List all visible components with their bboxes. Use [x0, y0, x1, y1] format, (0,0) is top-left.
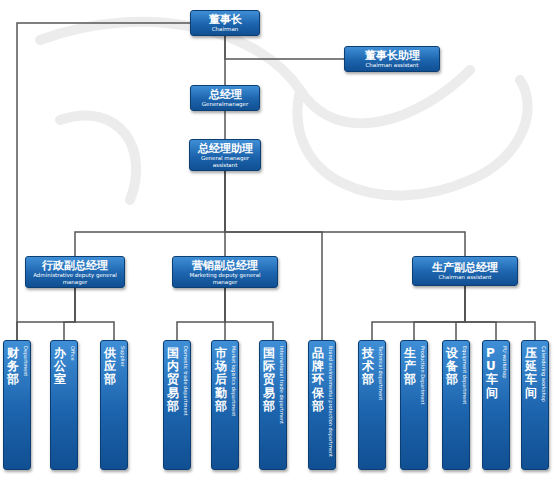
org-connector: [75, 288, 114, 340]
position-box: 总经理Generalmanager: [190, 85, 260, 111]
english-subtitle: Chairman assistant: [365, 62, 418, 69]
position-box: 行政副总经理Administrative deputy general mana…: [25, 256, 125, 288]
chinese-title: 压延车间: [525, 347, 537, 400]
org-connector: [465, 286, 535, 340]
chinese-title: 品牌环保部: [312, 347, 324, 413]
english-subtitle: Production Department: [420, 346, 426, 404]
chinese-title: 营销副总经理: [192, 259, 258, 272]
org-connector: [224, 36, 226, 85]
org-connector: [456, 286, 465, 340]
watermark-strokes: [40, 22, 528, 200]
english-subtitle: Technical department: [378, 346, 384, 400]
department-box: 国内贸易部 Domestic trade department: [163, 340, 191, 470]
chinese-title: 国际贸易部: [263, 347, 275, 413]
position-box: 生产副总经理Chairman assistant: [412, 256, 518, 286]
chinese-title: 总经理: [209, 88, 242, 101]
chinese-title: 生产副总经理: [432, 261, 498, 274]
org-connector: [75, 171, 225, 256]
english-subtitle: General manager assistant: [196, 155, 254, 168]
chinese-title: 行政副总经理: [42, 259, 108, 272]
english-subtitle: Department: [23, 346, 29, 376]
english-subtitle: Chairman: [212, 26, 239, 33]
chinese-title: 总经理助理: [198, 142, 253, 155]
position-box: 营销副总经理Marketing deputy general manager: [172, 256, 278, 288]
watermark-curve: [60, 115, 136, 200]
english-subtitle: Marketing deputy general manager: [179, 272, 271, 285]
org-connector: [225, 288, 273, 340]
chinese-title: 市场后勤部: [215, 347, 227, 413]
chinese-title: 董事长助理: [365, 49, 420, 62]
english-subtitle: Domestic trade department: [183, 346, 189, 416]
department-box: 财务部 Department: [3, 340, 31, 470]
org-connector: [414, 286, 465, 340]
chinese-title: PU车间: [486, 347, 498, 400]
english-subtitle: PU workshop: [502, 346, 508, 378]
org-connector: [465, 286, 496, 340]
english-subtitle: Chairman assistant: [438, 274, 491, 281]
department-box: 供应部 Supplier: [100, 340, 128, 470]
chinese-title: 董事长: [209, 13, 242, 26]
chinese-title: 财务部: [7, 347, 19, 387]
english-subtitle: Supplier: [120, 346, 126, 367]
org-connector: [17, 288, 75, 340]
org-connector: [17, 23, 190, 340]
department-box: 生产部 Production Department: [400, 340, 428, 470]
chinese-title: 设备部: [446, 347, 458, 387]
department-box: 技术部 Technical department: [358, 340, 386, 470]
org-connector: [224, 111, 226, 139]
department-box: 品牌环保部 Brand environmental protection depa…: [308, 340, 336, 470]
position-box: 董事长助理Chairman assistant: [344, 46, 440, 72]
chinese-title: 技术部: [362, 347, 374, 387]
chinese-title: 国内贸易部: [167, 347, 179, 413]
english-subtitle: Market logistics department: [231, 346, 237, 416]
position-box: 董事长Chairman: [190, 10, 260, 36]
department-box: 压延车间 Calendering workshop: [521, 340, 549, 470]
chinese-title: 供应部: [104, 347, 116, 387]
org-connector: [225, 171, 465, 256]
english-subtitle: Generalmanager: [202, 101, 248, 108]
english-subtitle: Calendering workshop: [541, 346, 547, 402]
english-subtitle: Office: [70, 346, 76, 361]
english-subtitle: Brand environmental protection departmen…: [328, 346, 334, 457]
org-connector: [177, 288, 225, 340]
watermark-curve: [40, 22, 470, 124]
department-box: 办公室 Office: [50, 340, 78, 470]
department-box: 市场后勤部 Market logistics department: [211, 340, 239, 470]
english-subtitle: Equipment department: [462, 346, 468, 404]
chinese-title: 生产部: [404, 347, 416, 387]
chinese-title: 办公室: [54, 347, 66, 387]
english-subtitle: Administrative deputy general manager: [32, 272, 118, 285]
english-subtitle: International trade department: [279, 346, 285, 424]
org-connector: [225, 36, 344, 59]
org-connector: [64, 288, 75, 340]
department-box: PU车间 PU workshop: [482, 340, 510, 470]
org-connector: [372, 286, 465, 340]
position-box: 总经理助理General manager assistant: [189, 139, 261, 171]
department-box: 国际贸易部 International trade department: [259, 340, 287, 470]
department-box: 设备部 Equipment department: [442, 340, 470, 470]
watermark-curve: [297, 80, 527, 196]
